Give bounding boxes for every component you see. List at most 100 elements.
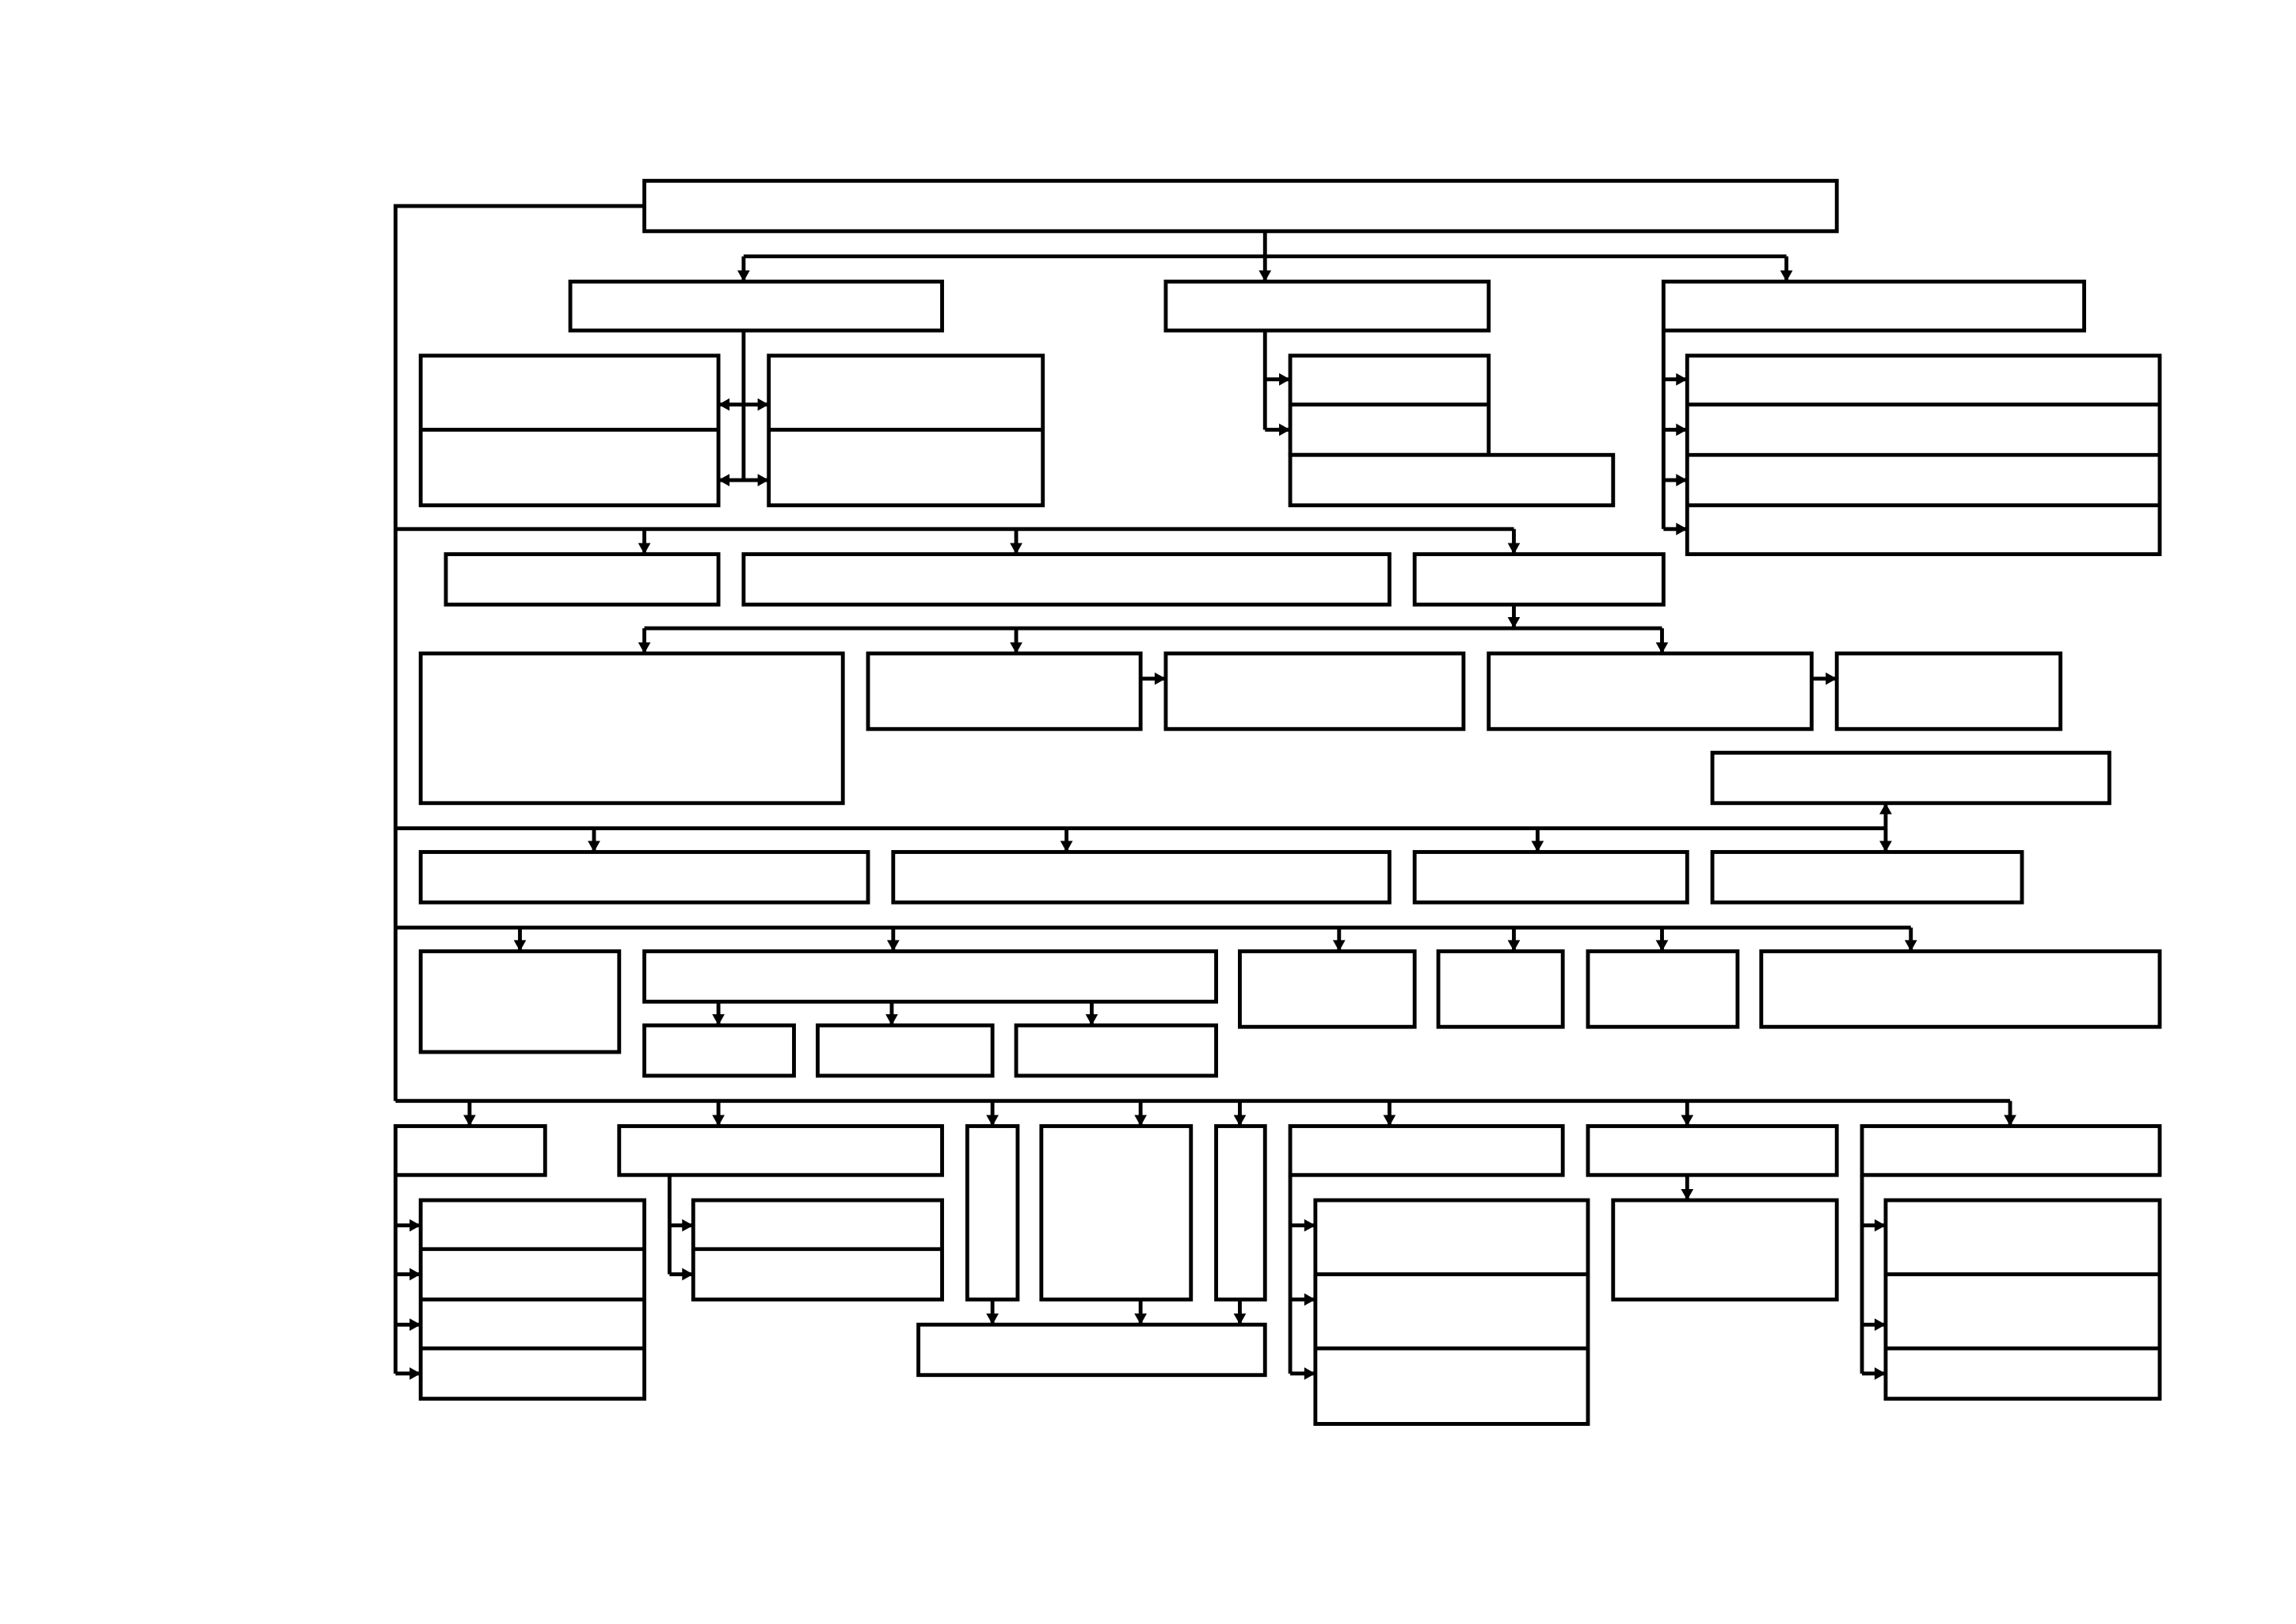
arrowhead-8 — [1279, 373, 1291, 386]
arrowhead-12 — [1676, 474, 1688, 486]
arrowhead-41 — [1233, 1115, 1247, 1127]
arrowhead-47 — [409, 1318, 421, 1331]
diagram-box-26 — [815, 1023, 995, 1078]
diagram-box-31 — [1759, 949, 2162, 1029]
diagram-box-39 — [1860, 1124, 2162, 1177]
arrowhead-5 — [757, 398, 769, 411]
arrowhead-24 — [1060, 841, 1073, 852]
diagram-box-18 — [1710, 750, 2111, 806]
diagram-box-34 — [965, 1124, 1020, 1302]
diagram-box-38 — [1586, 1124, 1839, 1177]
arrowhead-26 — [1879, 802, 1892, 814]
diagram-box-19 — [418, 850, 870, 905]
arrowhead-59 — [1874, 1318, 1886, 1331]
diagram-box-35 — [1039, 1124, 1194, 1302]
diagram-box-32 — [393, 1124, 547, 1177]
diagram-box-45 — [1883, 1198, 2162, 1401]
arrowhead-30 — [1332, 940, 1346, 951]
diagram-box-14 — [866, 651, 1143, 731]
arrowhead-9 — [1279, 423, 1291, 436]
arrowhead-43 — [1681, 1115, 1694, 1127]
arrowhead-33 — [1904, 940, 1917, 951]
arrowhead-14 — [638, 543, 651, 555]
arrowhead-48 — [409, 1367, 421, 1380]
arrowhead-21 — [1154, 672, 1166, 685]
arrowhead-22 — [1826, 672, 1837, 685]
arrowhead-44 — [2004, 1115, 2016, 1127]
diagram-box-30 — [1586, 949, 1740, 1029]
diagram-box-44 — [1611, 1198, 1839, 1302]
arrowhead-11 — [1676, 423, 1688, 436]
diagram-box-25 — [642, 1023, 796, 1078]
arrowhead-19 — [1010, 642, 1022, 654]
diagram-connectors — [393, 204, 2160, 1376]
diagram-box-3 — [1163, 279, 1491, 333]
arrowhead-16 — [1507, 543, 1521, 555]
arrowhead-52 — [1134, 1313, 1148, 1325]
diagram-box-13 — [418, 651, 845, 806]
diagram-box-33 — [617, 1124, 944, 1177]
arrowhead-34 — [712, 1014, 725, 1026]
arrowhead-17 — [1507, 617, 1521, 629]
arrowhead-38 — [712, 1115, 725, 1127]
arrowhead-42 — [1383, 1115, 1396, 1127]
arrowhead-7 — [757, 474, 769, 486]
arrowhead-46 — [409, 1268, 421, 1281]
diagram-box-43 — [1313, 1198, 1590, 1426]
arrowhead-45 — [409, 1218, 421, 1232]
diagram-arrowheads — [409, 270, 2016, 1380]
arrowhead-23 — [588, 841, 600, 852]
diagram-box-11 — [741, 552, 1392, 607]
arrowhead-32 — [1655, 940, 1669, 951]
diagram-box-22 — [1710, 850, 2024, 905]
arrowhead-29 — [886, 940, 900, 951]
arrowhead-57 — [1681, 1188, 1694, 1201]
diagram-box-29 — [1436, 949, 1565, 1029]
diagram-box-2 — [568, 279, 944, 333]
diagram-box-37 — [1288, 1124, 1565, 1177]
arrowhead-55 — [1304, 1293, 1316, 1306]
diagram-box-23 — [418, 949, 622, 1054]
arrowhead-1 — [1258, 270, 1272, 282]
arrowhead-3 — [1780, 270, 1793, 282]
arrowhead-28 — [513, 940, 527, 951]
arrowhead-53 — [1233, 1313, 1247, 1325]
arrowhead-18 — [638, 642, 651, 654]
diagram-box-17 — [1834, 651, 2063, 731]
arrowhead-20 — [1655, 642, 1669, 654]
diagram-box-1 — [642, 178, 1839, 234]
diagram-box-36 — [1214, 1124, 1267, 1302]
diagram-box-8 — [1288, 452, 1616, 508]
arrowhead-56 — [1304, 1367, 1316, 1380]
arrowhead-13 — [1676, 522, 1688, 536]
diagram-boxes — [393, 178, 2162, 1426]
arrowhead-31 — [1507, 940, 1521, 951]
arrowhead-60 — [1874, 1367, 1886, 1380]
diagram-box-10 — [444, 552, 721, 607]
diagram-box-12 — [1412, 552, 1666, 607]
diagram-box-28 — [1238, 949, 1417, 1029]
arrowhead-6 — [718, 474, 730, 486]
diagram-box-21 — [1412, 850, 1689, 905]
diagram-box-16 — [1487, 651, 1814, 731]
arrowhead-35 — [885, 1014, 898, 1026]
arrowhead-58 — [1874, 1218, 1886, 1232]
arrowhead-27 — [1879, 841, 1892, 852]
arrowhead-4 — [718, 398, 730, 411]
diagram-box-4 — [1661, 279, 2086, 333]
arrowhead-40 — [1134, 1115, 1148, 1127]
arrowhead-15 — [1010, 543, 1022, 555]
arrowhead-2 — [737, 270, 750, 282]
arrowhead-50 — [682, 1268, 694, 1281]
arrowhead-10 — [1676, 373, 1688, 386]
arrowhead-39 — [986, 1115, 999, 1127]
diagram-box-15 — [1163, 651, 1466, 731]
arrowhead-49 — [682, 1218, 694, 1232]
backbone-line-15 — [393, 204, 645, 1101]
diagram-box-20 — [891, 850, 1392, 905]
arrowhead-51 — [986, 1313, 999, 1325]
diagram-box-42 — [916, 1322, 1267, 1378]
arrowhead-54 — [1304, 1218, 1316, 1232]
diagram-box-27 — [1014, 1023, 1218, 1078]
